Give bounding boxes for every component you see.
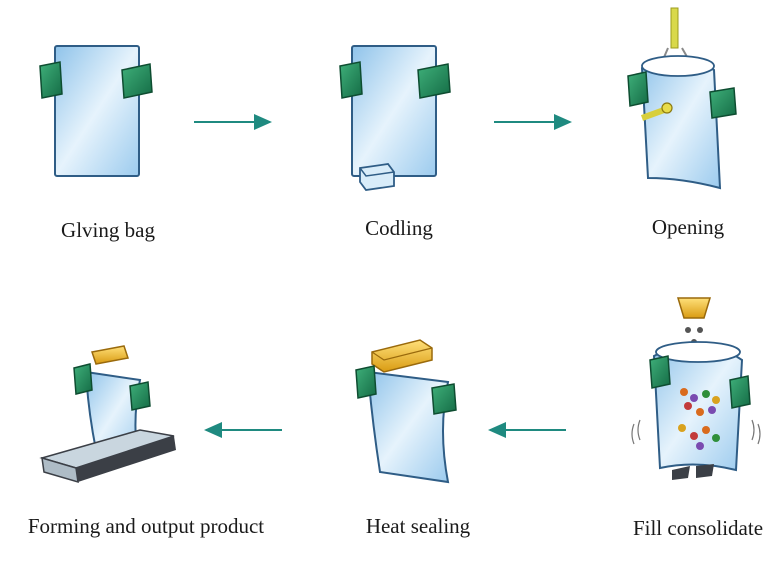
bag-coding-icon	[339, 45, 451, 191]
bag-with-grippers-icon	[39, 45, 153, 177]
step-3-image	[627, 7, 737, 190]
step-6-image	[39, 345, 176, 484]
step-2-image	[339, 45, 451, 191]
step-label-heat-sealing: Heat sealing	[365, 514, 471, 538]
step-label-forming-output: Forming and output product	[27, 514, 265, 538]
step-1-image	[39, 45, 153, 177]
step-label-glving-bag: Glving bag	[61, 218, 155, 242]
bag-opening-icon	[627, 7, 737, 190]
bag-output-conveyor-icon	[39, 345, 176, 484]
step-label-codling: Codling	[365, 216, 433, 240]
step-label-fill-consolidate: Fill consolidate	[632, 516, 764, 540]
step-4-image	[631, 297, 761, 480]
step-label-opening: Opening	[651, 215, 725, 239]
bag-filling-icon	[631, 297, 761, 480]
bag-heat-sealing-icon	[355, 339, 457, 484]
step-5-image	[355, 339, 457, 484]
